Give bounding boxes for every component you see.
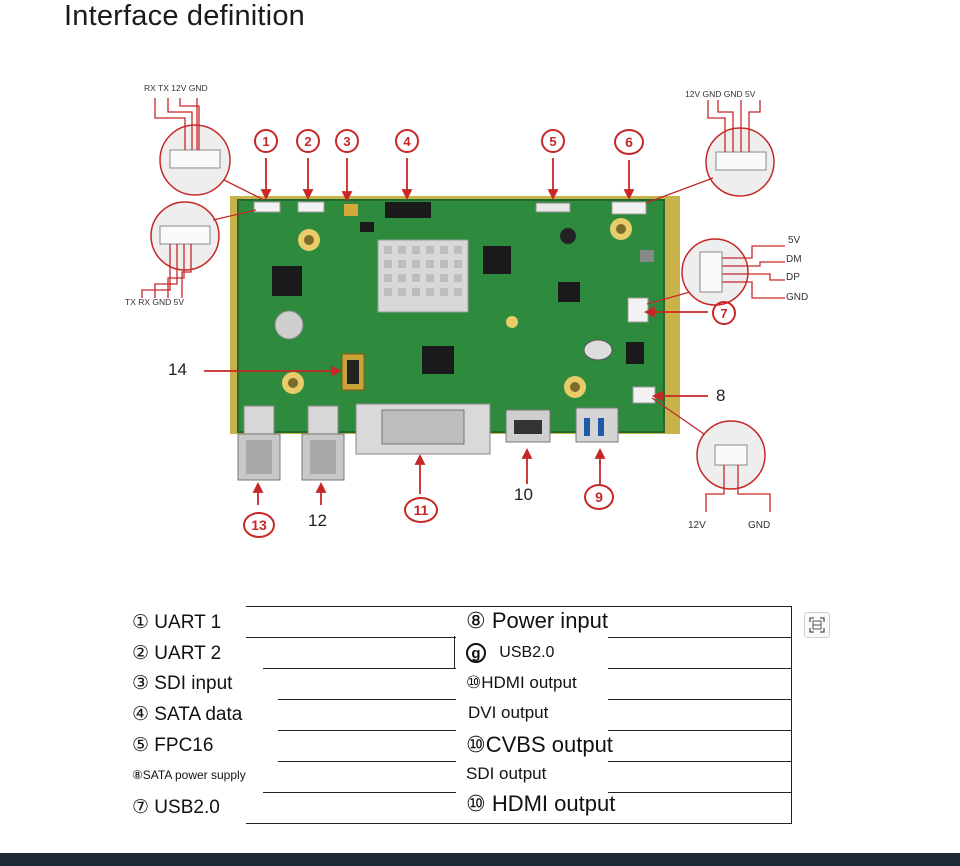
table-left-3: ③ SDI input: [132, 672, 232, 695]
table-left-6: ⑧SATA power supply: [132, 768, 246, 782]
sata-data-connector: [385, 202, 431, 218]
usb-pin-gnd: GND: [786, 292, 808, 303]
marker-5: 5: [541, 129, 565, 153]
marker-11: 11: [404, 497, 438, 523]
chip: [483, 246, 511, 274]
sata-power-connector: [612, 202, 646, 214]
uart2-connector: [298, 202, 324, 212]
marker-4: 4: [395, 129, 419, 153]
chip: [422, 346, 454, 374]
table-right-9-label: USB2.0: [499, 644, 554, 661]
marker-7: 7: [712, 301, 736, 325]
usb-output-connector: [576, 408, 618, 442]
table-right-10: ⑩HDMI output: [466, 673, 577, 693]
expand-table-button[interactable]: [804, 612, 830, 638]
marker-3: 3: [335, 129, 359, 153]
footer-bar: [0, 853, 960, 866]
power-pin-12v: 12V: [688, 520, 706, 531]
table-right-12: ⑩CVBS output: [466, 732, 613, 758]
sata-power-pin-label: 12V GND GND 5V: [685, 89, 755, 99]
marker-2: 2: [296, 129, 320, 153]
usb-pin-connector: [628, 298, 648, 322]
table-left-5: ⑤ FPC16: [132, 734, 213, 757]
table-left-2: ② UART 2: [132, 642, 221, 665]
usb-pin-dp: DP: [786, 272, 800, 283]
power-pin-gnd: GND: [748, 520, 770, 531]
table-left-4: ④ SATA data: [132, 703, 242, 726]
coin-battery: [275, 311, 303, 339]
table-right-13: SDI output: [466, 764, 546, 784]
marker-14: 14: [168, 360, 187, 380]
table-right-14: ⑩ HDMI output: [466, 791, 615, 817]
marker-6: 6: [614, 129, 644, 155]
interface-table: ① UART 1 ② UART 2 ③ SDI input ④ SATA dat…: [118, 598, 808, 830]
uart1-pin-label: RX TX 12V GND: [144, 83, 208, 93]
table-right-9: g USB2.0: [466, 642, 554, 664]
chip: [272, 266, 302, 296]
expand-icon: [809, 617, 825, 633]
table-right-9-number: g: [466, 643, 486, 663]
marker-10: 10: [514, 485, 533, 505]
fpc16-connector: [536, 203, 570, 212]
table-right-11: DVI output: [468, 703, 548, 723]
usb-pin-dm: DM: [786, 254, 802, 265]
usb-pin-5v: 5V: [788, 235, 800, 246]
power-input-connector: [633, 387, 655, 403]
marker-12: 12: [308, 511, 327, 531]
uart1-connector: [254, 202, 280, 212]
table-left-1: ① UART 1: [132, 611, 221, 634]
marker-1: 1: [254, 129, 278, 153]
marker-13: 13: [243, 512, 275, 538]
marker-9: 9: [584, 484, 614, 510]
table-right-8: ⑧ Power input: [466, 608, 608, 634]
table-left-7: ⑦ USB2.0: [132, 796, 220, 819]
uart2-pin-label: TX RX GND 5V: [125, 297, 184, 307]
marker-8: 8: [716, 386, 725, 406]
sdi-input-connector: [344, 204, 358, 216]
